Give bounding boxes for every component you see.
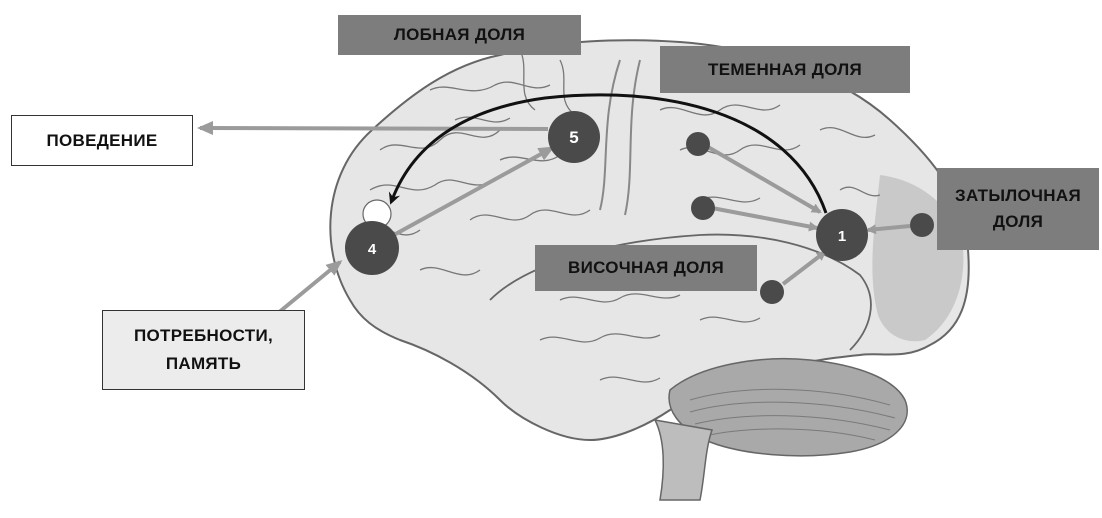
needs-text-line2: ПАМЯТЬ xyxy=(166,350,241,378)
parietal-lobe-label: ТЕМЕННАЯ ДОЛЯ xyxy=(660,46,910,93)
node-1-label: 1 xyxy=(838,228,846,245)
frontal-lobe-label: ЛОБНАЯ ДОЛЯ xyxy=(338,15,581,55)
occipital-lobe-label: ЗАТЫЛОЧНАЯ ДОЛЯ xyxy=(937,168,1099,250)
node-5-label: 5 xyxy=(569,128,578,147)
node-4-label: 4 xyxy=(368,241,377,258)
parietal-lobe-text: ТЕМЕННАЯ ДОЛЯ xyxy=(708,60,862,80)
occipital-lobe-text-line2: ДОЛЯ xyxy=(993,209,1043,235)
occipital-small-node xyxy=(910,213,934,237)
temporal-lobe-label: ВИСОЧНАЯ ДОЛЯ xyxy=(535,245,757,291)
behavior-box: ПОВЕДЕНИЕ xyxy=(11,115,193,166)
temporal-lobe-text: ВИСОЧНАЯ ДОЛЯ xyxy=(568,258,724,278)
parietal-small-node xyxy=(686,132,710,156)
parietal-small-node-2 xyxy=(691,196,715,220)
brainstem xyxy=(655,420,712,500)
needs-text-line1: ПОТРЕБНОСТИ, xyxy=(134,322,273,350)
temporal-small-node xyxy=(760,280,784,304)
behavior-text: ПОВЕДЕНИЕ xyxy=(46,131,157,151)
occipital-lobe-text-line1: ЗАТЫЛОЧНАЯ xyxy=(955,183,1081,209)
frontal-lobe-text: ЛОБНАЯ ДОЛЯ xyxy=(394,25,525,45)
needs-memory-box: ПОТРЕБНОСТИ, ПАМЯТЬ xyxy=(102,310,305,390)
